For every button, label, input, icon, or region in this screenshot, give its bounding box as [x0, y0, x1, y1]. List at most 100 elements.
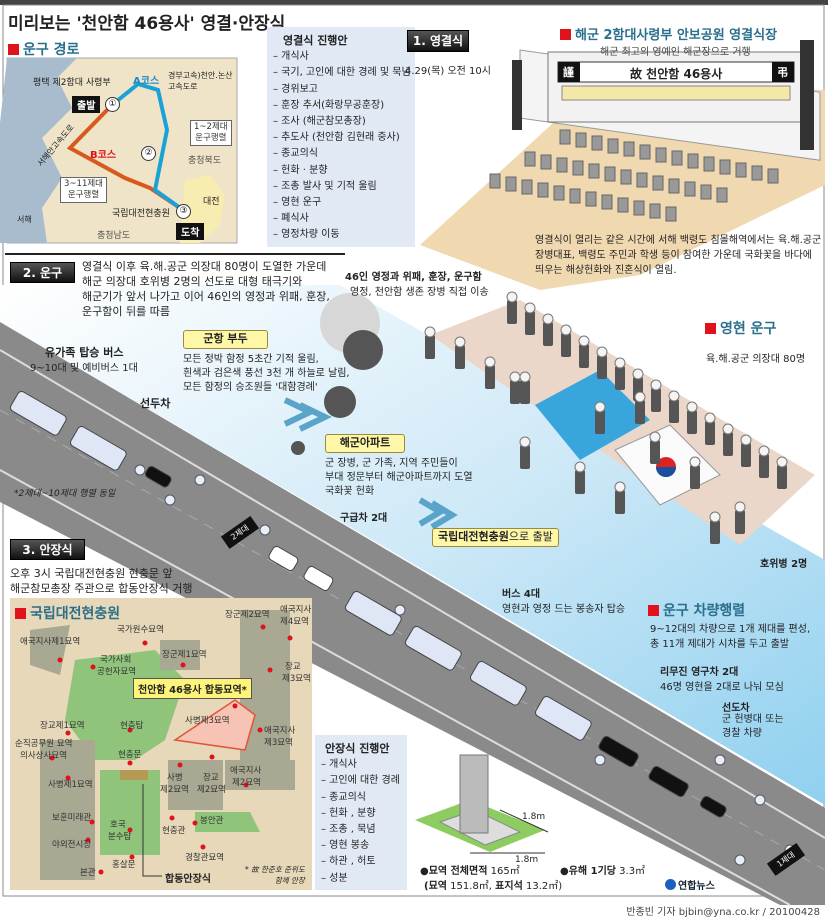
- soldier-figure: [690, 465, 700, 489]
- highway1-line2: 고속도로: [168, 82, 198, 91]
- location-dot: [127, 827, 133, 833]
- desc-line: 군 장병, 군 가족, 지역 주민들이: [325, 458, 458, 469]
- hearse: [598, 735, 639, 768]
- chair: [665, 206, 677, 222]
- plan-item: – 조총 , 묵념: [321, 824, 376, 836]
- chair: [617, 197, 629, 213]
- soldier-figure: [615, 366, 625, 390]
- honor-heading: 영현 운구: [705, 318, 776, 338]
- plan-item: – 헌화 , 분향: [321, 807, 376, 819]
- soldier-figure: [705, 421, 715, 445]
- soldier-figure: [575, 470, 585, 494]
- location-dot: [90, 664, 96, 670]
- cemetery-heading: 국립대전현충원: [15, 603, 120, 623]
- plan-item: – 조사 (해군참모총장): [273, 116, 366, 128]
- bus4-label: 버스 4대: [502, 589, 541, 600]
- soldier-figure: [520, 445, 530, 469]
- chair: [575, 132, 587, 148]
- bus: [69, 425, 127, 471]
- procession-note: *2제대~10제대 행렬 동일: [14, 489, 116, 499]
- depart-box: 국립대전현충원으로 출발: [432, 528, 559, 547]
- plan-item: – 영정차량 이동: [273, 229, 340, 241]
- chair: [585, 191, 597, 207]
- funeral-plan-title: 영결식 진행안: [283, 34, 348, 47]
- place-label: 제4묘역: [280, 617, 309, 627]
- plan-item: – 추도사 (천안함 김현래 중사): [273, 132, 400, 144]
- location-dot: [192, 820, 198, 826]
- chair: [489, 173, 501, 189]
- desc-line: 영결식 이후 육.해.공군 의장대 80명이 도열한 가운데: [82, 260, 327, 273]
- apt-title: 해군아파트: [325, 434, 405, 453]
- chair: [623, 141, 635, 157]
- chair: [687, 153, 699, 169]
- chair: [572, 160, 584, 176]
- desc-line: 국화꽃 헌화: [325, 486, 375, 497]
- ceremony-section-label: 1. 영결식: [407, 30, 469, 52]
- motorcycle: [594, 754, 606, 766]
- soldier-figure: [741, 443, 751, 467]
- conv12-line2: 운구행렬: [195, 133, 227, 143]
- marker-2: ②: [141, 146, 156, 161]
- chair: [700, 184, 712, 200]
- bus: [534, 695, 592, 741]
- soldiers: [424, 291, 788, 544]
- memorial-stage: [512, 40, 814, 150]
- place-label: 호국: [110, 820, 126, 830]
- venue-subtitle: 해군 최고의 영예인 해군장으로 거행: [600, 47, 751, 58]
- plan-item: – 조총 발사 및 기적 울림: [273, 180, 377, 192]
- soldier-figure: [687, 410, 697, 434]
- place-label: 장군제2묘역: [225, 610, 270, 620]
- ceremony-date: 4.29(목) 오전 10시: [405, 66, 491, 77]
- chair: [655, 147, 667, 163]
- soldier-figure: [735, 510, 745, 534]
- place-label: 애국지사: [264, 726, 296, 736]
- procession-section-label: 2. 운구: [10, 262, 75, 283]
- marker-1: ①: [105, 97, 120, 112]
- motorcycle: [134, 464, 146, 476]
- desc-line: 해군 의장대 호위병 2명의 선도로 대형 태극기와: [82, 275, 303, 288]
- police-car: [699, 795, 727, 818]
- soldier-figure: [485, 365, 495, 389]
- place-label: 분수탑: [108, 832, 132, 842]
- conv311-line1: 3~11제대: [64, 179, 103, 189]
- location-dot: [129, 854, 135, 860]
- chair: [540, 154, 552, 170]
- area-value: 165㎡: [490, 866, 520, 877]
- chair: [553, 185, 565, 201]
- desc-line: 운구함이 뒤를 따름: [82, 305, 170, 318]
- grave-area: ●묘역 전체면적 165㎡: [420, 862, 520, 877]
- place-label: 애국지사: [280, 605, 312, 615]
- hearse-sub: 46명 영현을 2대로 나눠 모심: [660, 682, 784, 693]
- location-dot: [287, 635, 293, 641]
- location-dot: [232, 703, 238, 709]
- desc-line: 9~12대의 차량으로 1개 제대를 편성,: [650, 624, 811, 635]
- soldier-figure: [723, 432, 733, 456]
- joint-ceremony-label: 합동안장식: [165, 874, 211, 885]
- chair: [767, 168, 779, 184]
- convoy-heading: 운구 차량행렬: [648, 600, 745, 620]
- chair: [569, 188, 581, 204]
- sky-area: [0, 285, 825, 805]
- place-label: 장교: [285, 662, 301, 672]
- bus: [469, 660, 527, 706]
- place-label: 순직공무원 묘역: [15, 739, 73, 749]
- place-label: 본관: [80, 868, 96, 878]
- place-label: 애국지사제1묘역: [20, 637, 81, 647]
- place-label: 애국지사: [230, 766, 262, 776]
- soldier-figure: [615, 490, 625, 514]
- location-dot: [65, 730, 71, 736]
- soldier-figure: [507, 300, 517, 324]
- place-label: 사병제1묘역: [48, 780, 93, 790]
- location-dot: [98, 869, 104, 875]
- hearse: [648, 765, 689, 798]
- soldier-figure: [425, 335, 435, 359]
- page-title: 미리보는 '천안함 46용사' 영결·안장식: [8, 14, 286, 34]
- plan-item: – 훈장 추서(화랑무공훈장): [273, 99, 385, 111]
- depart-suffix: 으로 출발: [508, 530, 553, 543]
- funeral-plan-box: 영결식 진행안 – 개식사 – 국기, 고인에 대한 경례 및 묵념 – 경위보…: [267, 27, 415, 247]
- location-dot: [49, 755, 55, 761]
- area-label: ●묘역 전체면적: [420, 866, 488, 877]
